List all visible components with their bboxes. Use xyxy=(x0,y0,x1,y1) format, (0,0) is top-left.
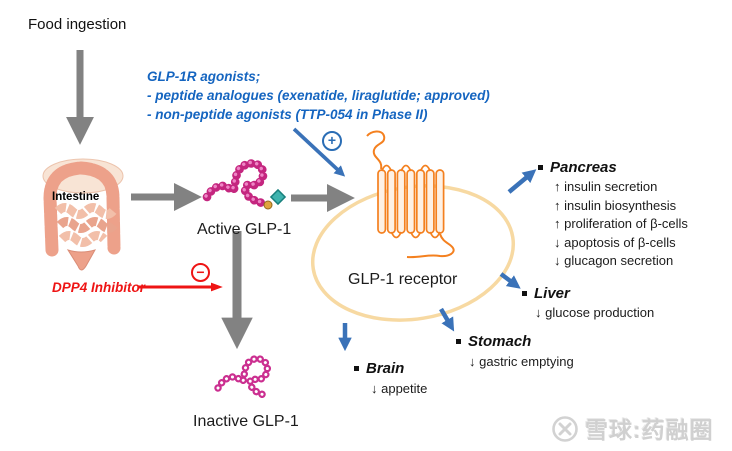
square-bullet-icon xyxy=(522,291,527,296)
organ-effects-stomach: ↓ gastric emptying xyxy=(469,353,574,372)
effect-line: ↓ glucagon secretion xyxy=(554,253,674,269)
organ-name-pancreas: Pancreas xyxy=(550,159,617,176)
plus-sign-badge: + xyxy=(322,131,342,151)
arrow-to-pancreas xyxy=(507,169,537,194)
organ-name-liver: Liver xyxy=(534,285,570,302)
arrow-agonists-stimulate xyxy=(292,127,346,177)
effect-line: ↑ proliferation of β-cells xyxy=(554,216,688,232)
agonists-line-1: GLP-1R agonists; xyxy=(147,69,261,84)
dpp4-inhibitor-label: DPP4 Inhibitor xyxy=(52,280,146,295)
arrow-to-stomach xyxy=(439,307,455,332)
effect-line: ↓ glucose production xyxy=(535,305,655,320)
organ-block-liver: Liver ↓ glucose production xyxy=(522,285,654,323)
square-bullet-icon xyxy=(456,339,461,344)
glp1-receptor-illustration xyxy=(366,130,455,259)
active-glp1-label: Active GLP-1 xyxy=(197,221,292,238)
minus-sign-badge: − xyxy=(191,263,210,282)
inactive-glp1-molecule xyxy=(214,355,272,400)
organ-name-brain: Brain xyxy=(366,360,405,377)
watermark: 雪球:药融圈 xyxy=(550,411,714,445)
glp1-receptor-label: GLP-1 receptor xyxy=(348,271,458,288)
organ-heading-stomach: Stomach xyxy=(456,333,574,350)
organ-heading-pancreas: Pancreas xyxy=(538,159,688,176)
organ-block-pancreas: Pancreas ↑ insulin secretion ↑ insulin b… xyxy=(538,159,688,271)
organ-effects-liver: ↓ glucose production xyxy=(535,304,654,323)
arrow-to-liver xyxy=(499,272,521,289)
organ-effects-brain: ↓ appetite xyxy=(371,380,427,399)
intestine-illustration xyxy=(42,158,124,271)
agonists-line-2: - peptide analogues (exenatide, liraglut… xyxy=(147,88,490,103)
effect-line: ↓ gastric emptying xyxy=(469,354,574,369)
effect-line: ↓ apoptosis of β-cells xyxy=(554,234,676,250)
organ-block-stomach: Stomach ↓ gastric emptying xyxy=(456,333,574,372)
active-glp1-molecule xyxy=(202,159,287,210)
organ-heading-brain: Brain xyxy=(354,360,427,377)
watermark-text: 雪球:药融圈 xyxy=(585,417,714,443)
effect-line: ↑ insulin secretion xyxy=(554,179,658,194)
effect-line: ↑ insulin biosynthesis xyxy=(554,197,677,213)
square-bullet-icon xyxy=(354,366,359,371)
xueqiu-logo-icon xyxy=(552,416,578,442)
glp1r-agonists-note: GLP-1R agonists; - peptide analogues (ex… xyxy=(147,67,490,124)
organ-heading-liver: Liver xyxy=(522,285,654,302)
intestine-label: Intestine xyxy=(52,191,100,203)
organ-block-brain: Brain ↓ appetite xyxy=(354,360,427,399)
organ-effects-pancreas: ↑ insulin secretion ↑ insulin biosynthes… xyxy=(554,178,688,271)
square-bullet-icon xyxy=(538,165,543,170)
effect-line: ↓ appetite xyxy=(371,381,428,396)
organ-name-stomach: Stomach xyxy=(468,333,532,350)
food-ingestion-label: Food ingestion xyxy=(28,16,127,33)
inactive-glp1-label: Inactive GLP-1 xyxy=(193,413,299,430)
agonists-line-3: - non-peptide agonists (TTP-054 in Phase… xyxy=(147,107,428,122)
